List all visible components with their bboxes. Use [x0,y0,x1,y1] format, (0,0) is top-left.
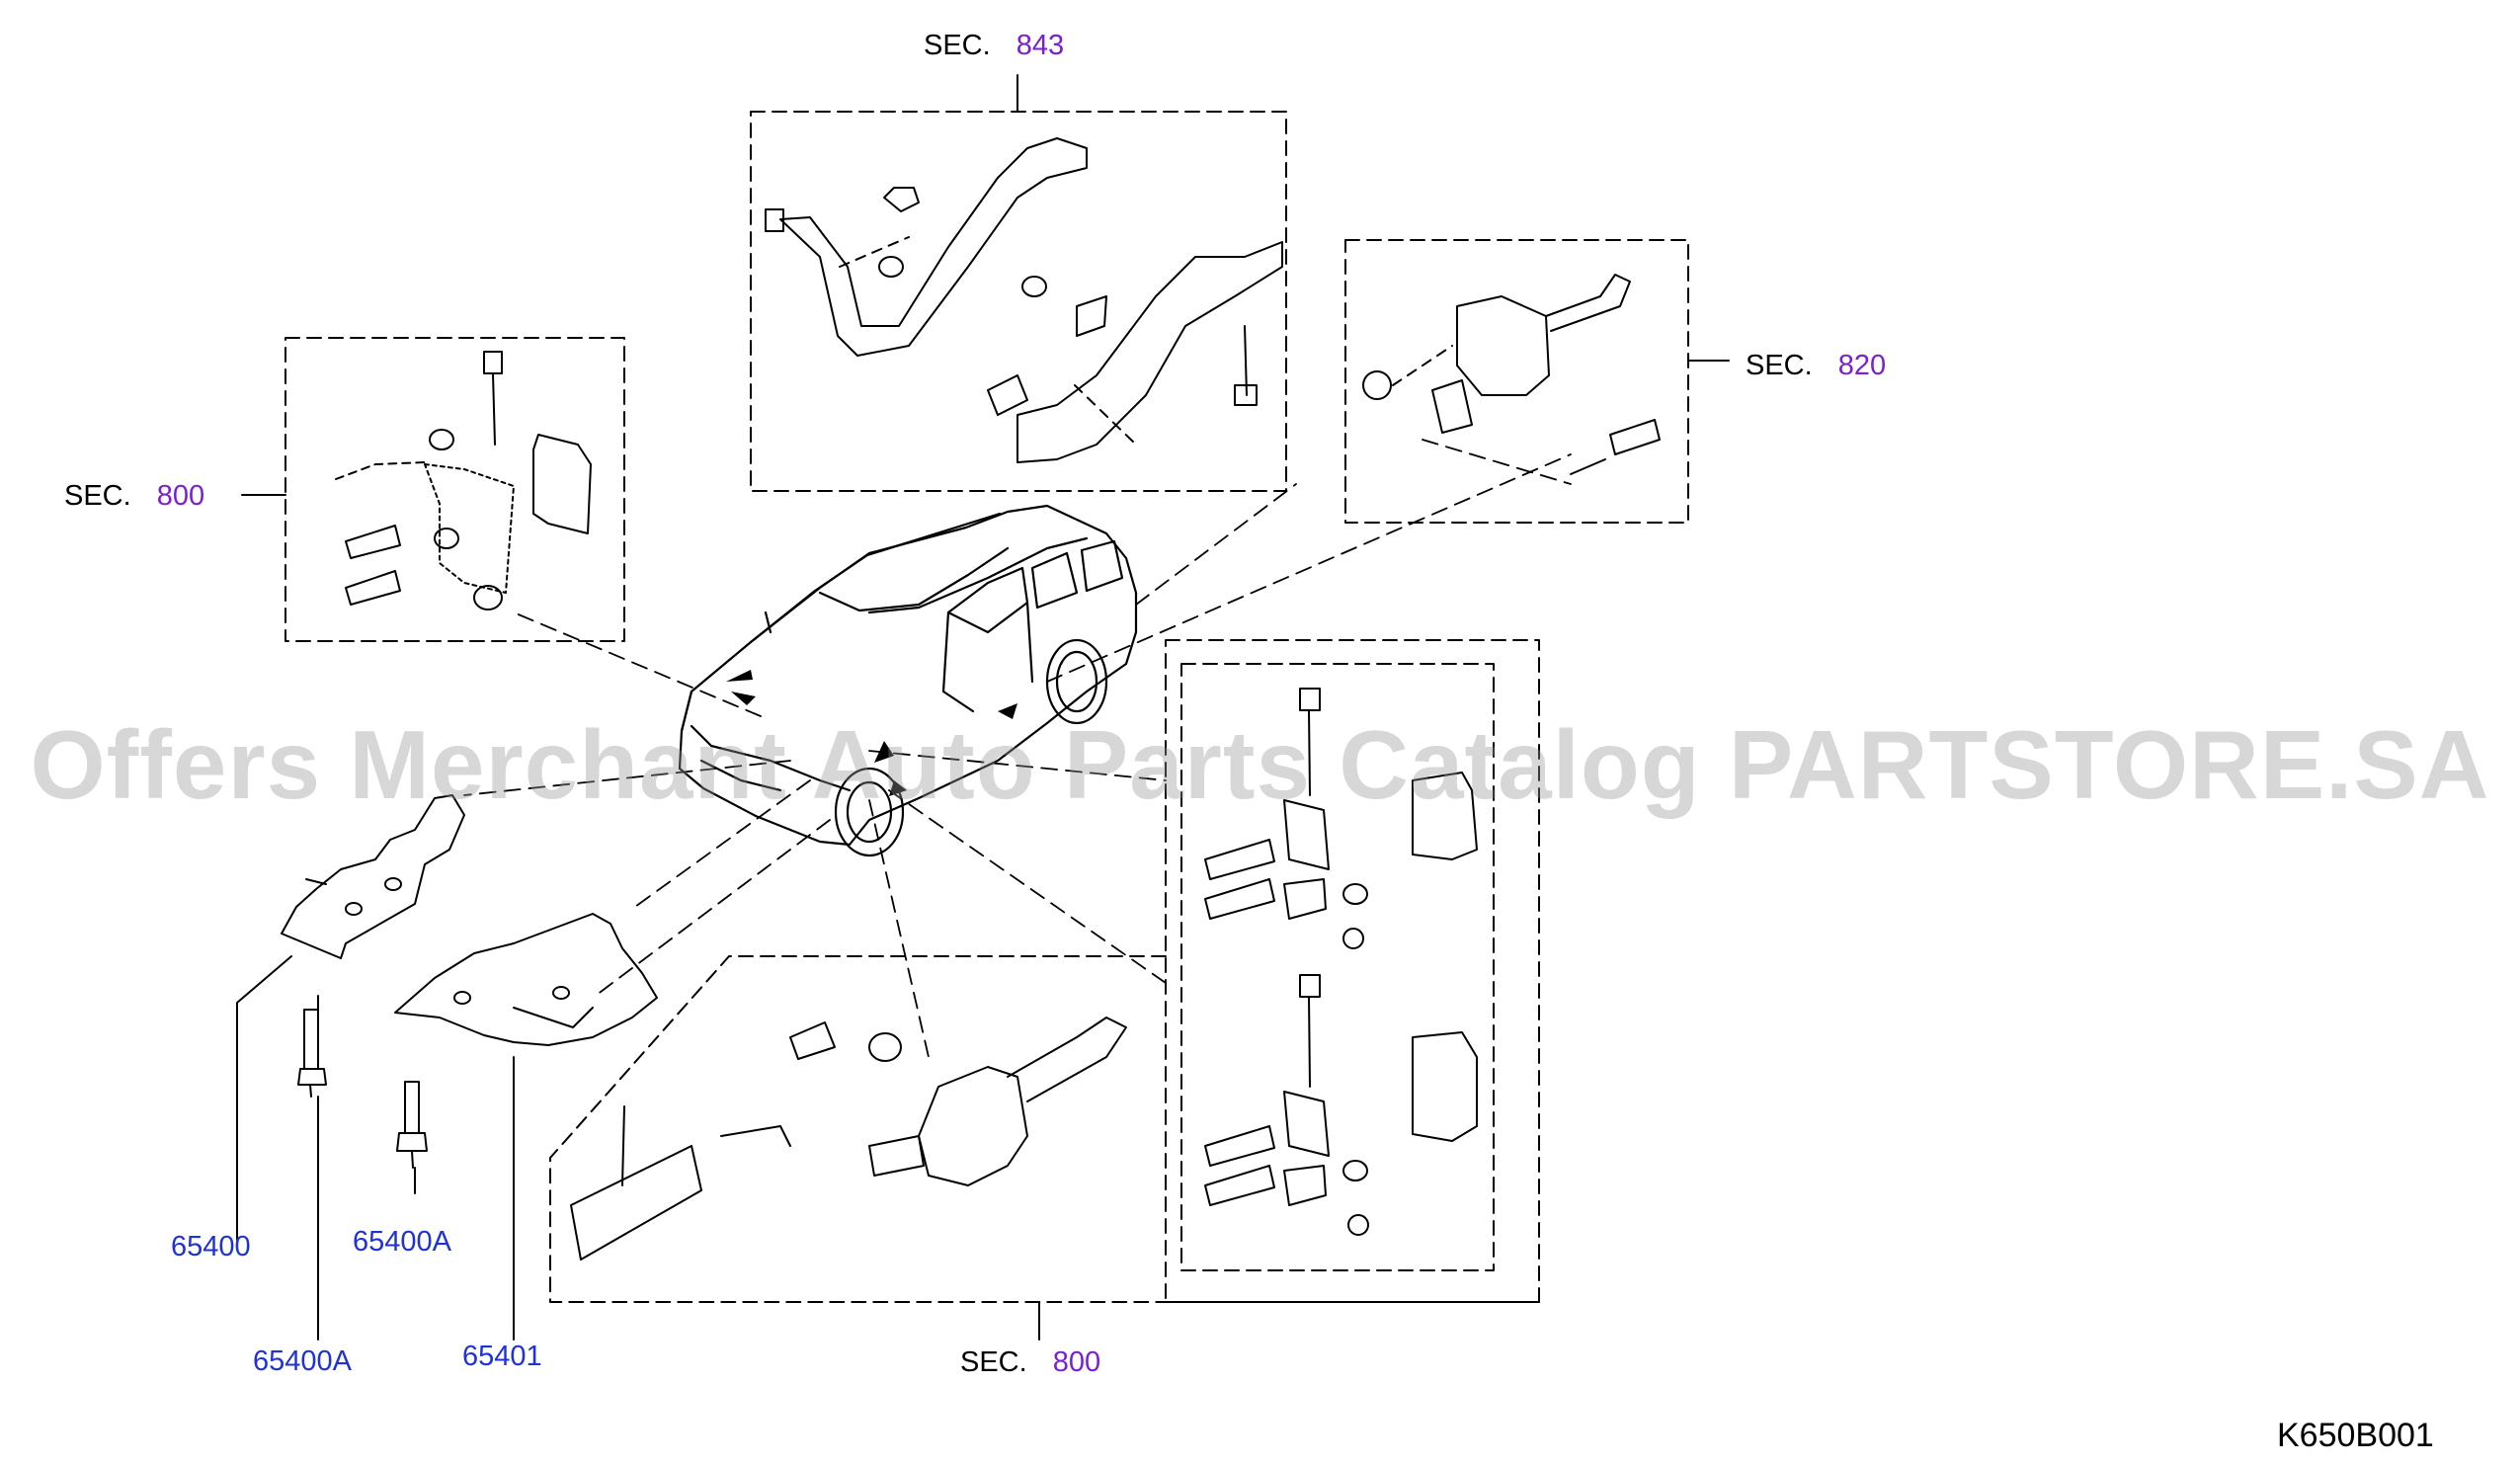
section-boxes [285,111,1689,1303]
hood-hinge-group [765,137,1283,463]
box-bottom-outline [549,955,1540,1303]
part-65401-link[interactable]: 65401 [462,1341,542,1372]
sec-820-number[interactable]: 820 [1837,350,1887,381]
sec-800-left-prefix: SEC. [64,480,131,512]
sec-843-prefix: SEC. [924,30,991,61]
sec-843-number[interactable]: 843 [1016,30,1065,61]
sec-843-label[interactable]: SEC. 843 [924,32,1064,60]
box-right-inner [1180,663,1495,1271]
part-65400-link[interactable]: 65400 [171,1231,251,1262]
bolts-lower-left [297,1009,428,1169]
hood-hinge-65401 [394,913,658,1046]
sec-800-bottom-label[interactable]: SEC. 800 [960,1348,1100,1377]
sec-800-left-label[interactable]: SEC. 800 [64,482,204,511]
part-65400a-upper-link[interactable]: 65400A [353,1226,451,1258]
door-check-group [1362,274,1661,475]
car-illustration [678,504,1138,857]
box-sec-800-left [285,337,625,642]
sec-820-prefix: SEC. [1746,350,1813,381]
sec-800-bottom-number[interactable]: 800 [1052,1346,1101,1378]
connection-lines [463,439,1572,1058]
sec-820-label[interactable]: SEC. 820 [1746,352,1886,380]
sec-800-left-number[interactable]: 800 [156,480,205,512]
hood-hinge-65400 [281,794,465,959]
door-hinge-left-group [335,351,592,611]
diagram-code: K650B001 [2277,1417,2434,1454]
door-check-bottom-group [570,1017,1127,1261]
box-sec-820 [1344,239,1689,524]
leader-lines [236,74,1730,1341]
car-hinge-arrows [726,670,1017,796]
sec-800-bottom-prefix: SEC. [960,1346,1027,1378]
part-65400a-lower-link[interactable]: 65400A [253,1345,352,1377]
door-hinges-right-group [1204,688,1478,1236]
